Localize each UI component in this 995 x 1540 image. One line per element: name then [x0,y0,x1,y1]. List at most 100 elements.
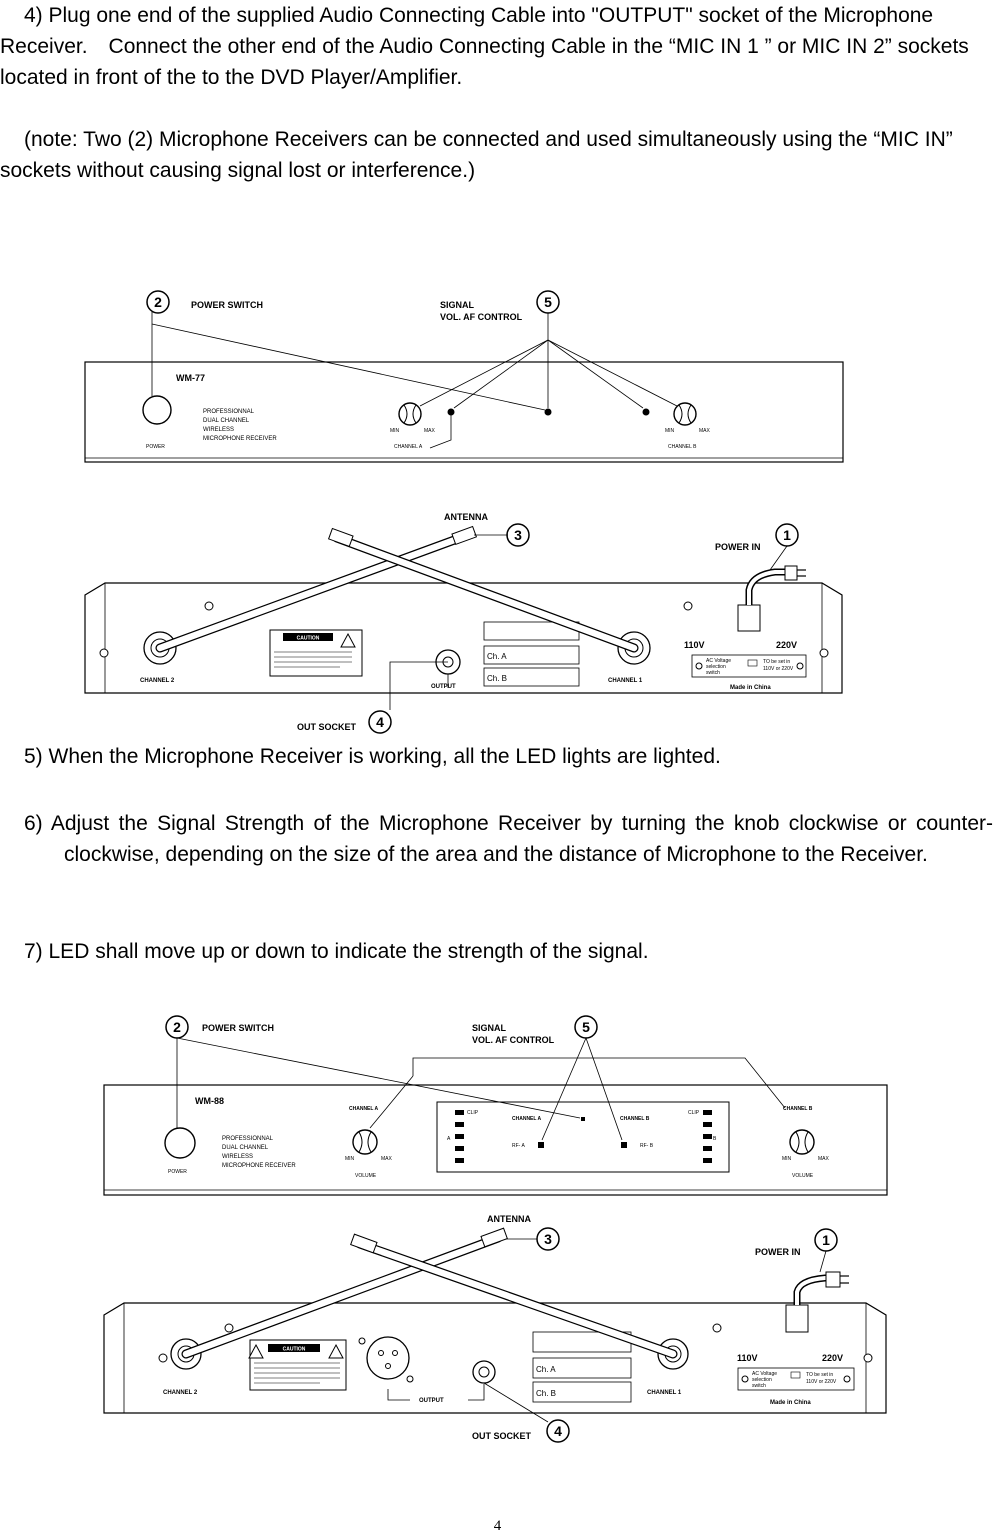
paragraph-step-4: 4) Plug one end of the supplied Audio Co… [0,4,969,89]
svg-text:TO be set in: TO be set in [806,1372,833,1378]
svg-text:CHANNEL 2: CHANNEL 2 [163,1390,198,1396]
svg-text:CHANNEL 2: CHANNEL 2 [140,678,175,684]
knob-channel-b [673,402,697,426]
svg-text:CHANNEL A: CHANNEL A [394,444,423,450]
svg-text:RF- B: RF- B [640,1143,654,1149]
svg-text:OUTPUT: OUTPUT [419,1398,444,1404]
callout-3: 3 [536,1227,560,1251]
svg-text:1: 1 [822,1232,830,1248]
svg-text:220V: 220V [822,1353,843,1363]
led-meter-a: CLIP [455,1110,479,1163]
svg-text:CLIP: CLIP [688,1110,700,1116]
paragraph-step-6: 6) Adjust the Signal Strength of the Mic… [24,812,993,866]
callout-2: 2 [146,290,170,314]
svg-text:110V: 110V [684,640,705,650]
svg-text:Made in China: Made in China [770,1400,811,1406]
svg-text:PROFESSIONNAL: PROFESSIONNAL [222,1136,274,1142]
antenna-rods-wm88 [181,1227,678,1359]
svg-text:B: B [713,1136,717,1142]
paragraph-step-5: 5) When the Microphone Receiver is worki… [24,745,721,768]
svg-text:4: 4 [554,1423,562,1439]
svg-text:1: 1 [783,527,791,543]
svg-text:2: 2 [173,1019,181,1035]
diagram-wm88: 2 POWER SWITCH SIGNAL VOL. AF CONTROL 5 … [103,1015,888,1443]
svg-text:MIN: MIN [345,1156,355,1162]
svg-text:CAUTION: CAUTION [297,636,320,642]
svg-text:AC Voltage: AC Voltage [752,1371,777,1377]
callout-3: 3 [506,523,530,547]
svg-text:110V or 220V: 110V or 220V [763,666,794,672]
svg-text:MAX: MAX [381,1156,393,1162]
label-vol-af: VOL. AF CONTROL [440,312,523,322]
svg-text:MAX: MAX [699,428,711,434]
svg-text:VOLUME: VOLUME [792,1173,814,1179]
svg-text:A: A [447,1136,451,1142]
svg-text:Ch. A: Ch. A [536,1365,556,1374]
svg-text:5: 5 [544,294,552,310]
svg-text:CHANNEL B: CHANNEL B [668,444,697,450]
voltage-selector [737,1367,855,1391]
model-name-wm77: WM-77 [176,373,205,383]
svg-text:CAUTION: CAUTION [283,1347,306,1353]
label-signal: SIGNAL [440,300,475,310]
callout-1: 1 [814,1228,838,1252]
svg-text:CHANNEL B: CHANNEL B [783,1106,813,1112]
svg-text:3: 3 [514,527,522,543]
diagram-wm77: 2 POWER SWITCH SIGNAL VOL. AF CONTROL 5 … [84,290,844,734]
svg-text:AC Voltage: AC Voltage [706,658,731,664]
rear-panel-wm88 [103,1302,887,1414]
svg-text:TO be set in: TO be set in [763,659,790,665]
svg-text:Made in China: Made in China [730,685,771,691]
svg-text:OUTPUT: OUTPUT [431,684,456,690]
label-out-socket: OUT SOCKET [297,722,357,732]
svg-text:3: 3 [544,1231,552,1247]
svg-text:220V: 220V [776,640,797,650]
svg-text:VOLUME: VOLUME [355,1173,377,1179]
svg-text:Ch. B: Ch. B [487,674,507,683]
svg-text:switch: switch [752,1383,766,1389]
svg-text:POWER IN: POWER IN [755,1247,801,1257]
svg-text:MICROPHONE RECEIVER: MICROPHONE RECEIVER [222,1163,296,1169]
callout-2: 2 [165,1015,189,1039]
svg-text:POWER SWITCH: POWER SWITCH [202,1023,274,1033]
led-display [436,1101,730,1173]
svg-text:4: 4 [376,714,384,730]
svg-text:110V or 220V: 110V or 220V [806,1379,837,1385]
callout-4: 4 [368,710,392,734]
svg-text:WIRELESS: WIRELESS [222,1154,253,1160]
antenna-rods-wm77 [155,525,639,653]
xlr-output-connector [366,1336,410,1380]
svg-text:DUAL CHANNEL: DUAL CHANNEL [203,418,250,424]
svg-text:POWER: POWER [168,1169,187,1175]
svg-text:MAX: MAX [424,428,436,434]
front-panel-wm77 [84,361,844,463]
knob-channel-b [789,1129,815,1155]
svg-text:SIGNAL: SIGNAL [472,1023,507,1033]
callout-4: 4 [546,1419,570,1443]
label-power-in: POWER IN [715,542,761,552]
svg-text:MIN: MIN [665,428,675,434]
svg-text:VOL. AF CONTROL: VOL. AF CONTROL [472,1035,555,1045]
svg-text:Ch. B: Ch. B [536,1389,556,1398]
svg-text:MIN: MIN [782,1156,792,1162]
page-number: 4 [493,1518,502,1534]
paragraph-step-7: 7) LED shall move up or down to indicate… [24,940,649,963]
label-antenna: ANTENNA [444,512,488,522]
svg-text:MAX: MAX [818,1156,830,1162]
callout-1: 1 [775,523,799,547]
svg-text:110V: 110V [737,1353,758,1363]
svg-text:MICROPHONE RECEIVER: MICROPHONE RECEIVER [203,436,277,442]
knob-channel-a [352,1129,378,1155]
model-name-wm88: WM-88 [195,1096,224,1106]
svg-text:CHANNEL B: CHANNEL B [620,1116,650,1122]
svg-text:2: 2 [154,294,162,310]
svg-text:RF- A: RF- A [512,1143,525,1149]
svg-text:CHANNEL A: CHANNEL A [349,1106,379,1112]
paragraph-note: (note: Two (2) Microphone Receivers can … [0,128,953,182]
svg-text:DUAL CHANNEL: DUAL CHANNEL [222,1145,269,1151]
callout-5: 5 [536,290,560,314]
svg-text:CLIP: CLIP [467,1110,479,1116]
svg-text:CHANNEL 1: CHANNEL 1 [608,678,643,684]
svg-text:POWER: POWER [146,444,165,450]
svg-text:MIN: MIN [390,428,400,434]
